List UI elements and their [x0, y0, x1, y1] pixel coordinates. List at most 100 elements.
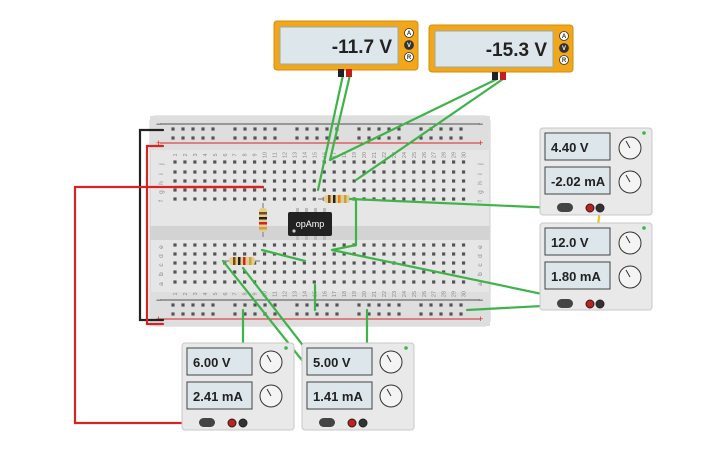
opamp-chip[interactable]: opAmp: [288, 208, 332, 240]
mode-a-label: A: [562, 34, 567, 40]
power-switch[interactable]: [557, 299, 573, 308]
breadboard-label: i: [158, 173, 165, 174]
rail-plus-top-right: +: [478, 138, 483, 148]
supply-right-top[interactable]: 4.40 V -2.02 mA: [539, 127, 653, 216]
terminal-negative[interactable]: [595, 299, 605, 309]
terminal-positive[interactable]: [585, 299, 595, 309]
voltage-display: 4.40 V: [551, 140, 589, 155]
breadboard-label: 25: [412, 291, 418, 297]
wire-black-rail: [138, 128, 165, 322]
terminal-negative[interactable]: [595, 203, 605, 213]
mode-r-label: R: [407, 55, 412, 61]
breadboard-label: 27: [432, 291, 438, 297]
breadboard-label: 30: [462, 291, 468, 297]
breadboard-label: 18: [342, 152, 348, 158]
current-display: 1.80 mA: [551, 269, 601, 284]
breadboard-label: 19: [352, 291, 358, 297]
breadboard-label: 26: [422, 291, 428, 297]
breadboard-label: 12: [282, 152, 288, 158]
breadboard-label: h: [477, 181, 484, 185]
breadboard-label: 22: [382, 291, 388, 297]
breadboard-label: 5: [213, 153, 219, 156]
breadboard-label: 2: [183, 153, 189, 156]
breadboard-labels: 1122334455667788991010111112121313141415…: [158, 152, 484, 297]
mode-r-button[interactable]: [559, 55, 569, 65]
multimeter-left-reading: -11.7 V: [332, 37, 393, 58]
breadboard-holes[interactable]: [171, 127, 466, 316]
wire-res-top-out: [348, 197, 558, 210]
breadboard-label: f: [158, 200, 165, 202]
power-switch[interactable]: [557, 203, 573, 212]
resistor-vertical[interactable]: [259, 203, 267, 237]
mode-r-button[interactable]: [404, 52, 414, 62]
terminal-positive[interactable]: [227, 418, 237, 428]
breadboard-label: 4: [203, 292, 209, 295]
breadboard-label: i: [477, 173, 484, 174]
mode-a-button[interactable]: [404, 28, 414, 38]
breadboard-label: 15: [312, 152, 318, 158]
breadboard-label: 9: [253, 292, 259, 295]
mode-v-label: V: [407, 43, 411, 49]
multimeter-right-reading: -15.3 V: [486, 40, 548, 61]
breadboard-label: 10: [263, 152, 269, 158]
rail-minus-top-right: −: [478, 119, 483, 129]
terminal-negative[interactable]: [358, 418, 368, 428]
status-led: [642, 226, 646, 230]
mode-r-label: R: [562, 58, 567, 64]
breadboard-label: f: [477, 200, 484, 202]
probe-positive[interactable]: [346, 69, 352, 77]
breadboard-label: 12: [282, 291, 288, 297]
mode-v-button[interactable]: [404, 40, 414, 50]
supply-bottom-left[interactable]: 6.00 V 2.41 mA: [181, 342, 295, 431]
breadboard-label: 24: [402, 152, 408, 158]
breadboard-label: 23: [392, 152, 398, 158]
breadboard-label: 10: [263, 291, 269, 297]
mode-a-button[interactable]: [559, 31, 569, 41]
breadboard-label: 3: [193, 292, 199, 295]
breadboard-label: 27: [432, 152, 438, 158]
breadboard-label: 14: [302, 152, 308, 158]
terminal-positive[interactable]: [585, 203, 595, 213]
breadboard-label: 21: [372, 152, 378, 158]
breadboard-label: 22: [382, 152, 388, 158]
terminal-positive[interactable]: [347, 418, 357, 428]
power-switch[interactable]: [319, 418, 335, 427]
probe-negative[interactable]: [338, 69, 344, 77]
mode-a-label: A: [407, 31, 412, 37]
supply-right-bottom[interactable]: 12.0 V 1.80 mA: [539, 222, 653, 311]
probe-positive[interactable]: [500, 72, 506, 80]
status-led: [642, 131, 646, 135]
breadboard-label: 11: [273, 152, 279, 158]
mode-v-button[interactable]: [559, 43, 569, 53]
breadboard-label: e: [477, 245, 484, 249]
resistor-bottom[interactable]: [223, 257, 260, 265]
breadboard-label: 6: [223, 292, 229, 295]
breadboard-label: 13: [292, 291, 298, 297]
terminal-negative[interactable]: [238, 418, 248, 428]
breadboard-label: 20: [362, 152, 368, 158]
wire-red-supply: [73, 185, 265, 425]
breadboard-label: a: [158, 282, 165, 286]
breadboard-label: 20: [362, 291, 368, 297]
breadboard-label: 5: [213, 292, 219, 295]
multimeter-right[interactable]: -15.3 V A V R: [428, 24, 574, 80]
breadboard-label: 2: [183, 292, 189, 295]
breadboard-label: 28: [442, 152, 448, 158]
breadboard-label: e: [158, 245, 165, 249]
probe-negative[interactable]: [492, 72, 498, 80]
multimeter-left[interactable]: -11.7 V A V R: [273, 20, 419, 77]
breadboard-label: 1: [173, 292, 179, 295]
power-switch[interactable]: [199, 418, 215, 427]
breadboard-label: 25: [412, 152, 418, 158]
breadboard-label: 14: [302, 291, 308, 297]
breadboard-label: 11: [273, 291, 279, 297]
current-display: 2.41 mA: [193, 389, 243, 404]
breadboard-label: 29: [452, 291, 458, 297]
breadboard-label: 9: [253, 153, 259, 156]
breadboard-label: 7: [233, 153, 239, 156]
breadboard-label: d: [158, 254, 165, 258]
supply-bottom-middle[interactable]: 5.00 V 1.41 mA: [301, 342, 415, 431]
breadboard-label: 1: [173, 153, 179, 156]
wire-red-rail: [145, 144, 165, 326]
